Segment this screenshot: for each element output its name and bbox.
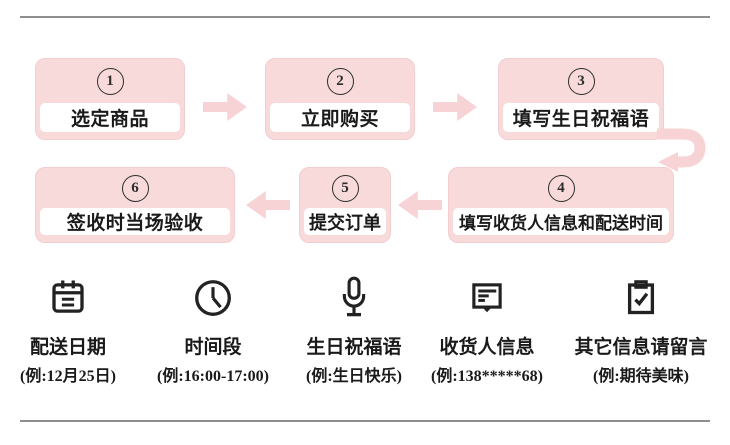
legend-label: 生日祝福语 [306,337,402,358]
step-number-5: 5 [331,174,359,202]
legend-label: 收货人信息 [439,337,535,358]
arrow-right-icon [433,93,477,121]
step-number-3: 3 [567,67,595,95]
legend-label: 配送日期 [29,337,106,358]
legend-example: (例:期待美味) [593,368,689,385]
arrow-left-icon [246,191,290,219]
legend-example: (例:生日快乐) [306,368,402,385]
step-label-5: 提交订单 [304,208,386,235]
step-box-1: 1 选定商品 [35,58,185,140]
step-number-4: 4 [547,174,575,202]
bottom-divider [20,420,710,422]
legend-birthday-wishes: 生日祝福语 (例:生日快乐) [274,274,434,386]
microphone-icon [333,274,375,322]
step-label-3: 填写生日祝福语 [503,103,659,132]
clock-icon [192,274,234,322]
arrow-right-icon [203,93,247,121]
arrow-left-icon [398,191,442,219]
legend-delivery-date: 配送日期 (例:12月25日) [0,274,148,386]
legend-recipient-info: 收货人信息 (例:138*****68) [407,274,567,386]
step-number-area: 1 [36,59,184,103]
step-box-4: 4 填写收货人信息和配送时间 [448,167,674,243]
legend-example: (例:16:00-17:00) [157,368,269,385]
step-label-6: 签收时当场验收 [40,208,230,235]
calendar-icon [47,274,89,322]
legend-label: 其它信息请留言 [574,337,708,358]
step-box-2: 2 立即购买 [265,58,415,140]
step-number-area: 5 [300,168,390,208]
step-label-2: 立即购买 [270,103,410,132]
step-number-6: 6 [121,174,149,202]
legend-time-slot: 时间段 (例:16:00-17:00) [133,274,293,386]
step-number-2: 2 [326,67,354,95]
step-box-3: 3 填写生日祝福语 [498,58,664,140]
top-divider [20,16,710,18]
clipboard-check-icon [620,274,662,322]
step-box-5: 5 提交订单 [299,167,391,243]
step-number-area: 6 [36,168,234,208]
step-label-1: 选定商品 [40,103,180,132]
legend-example: (例:12月25日) [20,368,116,385]
legend-other-info: 其它信息请留言 (例:期待美味) [561,274,721,386]
step-number-1: 1 [96,67,124,95]
message-icon [466,274,508,322]
step-number-area: 4 [449,168,673,208]
u-turn-arrow-icon [657,128,706,172]
step-number-area: 2 [266,59,414,103]
step-label-4: 填写收货人信息和配送时间 [453,208,669,235]
step-box-6: 6 签收时当场验收 [35,167,235,243]
legend-label: 时间段 [184,337,242,358]
step-number-area: 3 [499,59,663,103]
legend-example: (例:138*****68) [431,368,543,385]
